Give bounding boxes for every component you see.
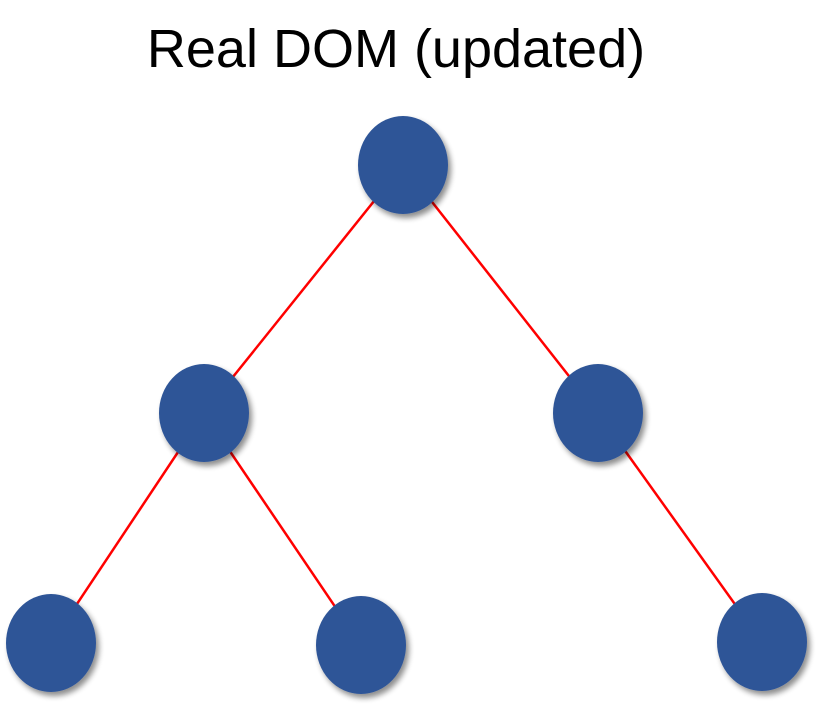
edge-root-to-left-child [203,164,404,414]
node-left-left-leaf [6,594,96,692]
tree-edges [49,164,764,646]
node-root [358,116,448,214]
diagram-title: Real DOM (updated) [146,19,646,79]
edge-root-to-right-child [402,164,599,414]
node-right-child [553,364,643,462]
tree-nodes [6,116,807,694]
node-right-leaf [717,593,807,691]
node-left-right-leaf [316,596,406,694]
node-left-child [159,364,249,462]
